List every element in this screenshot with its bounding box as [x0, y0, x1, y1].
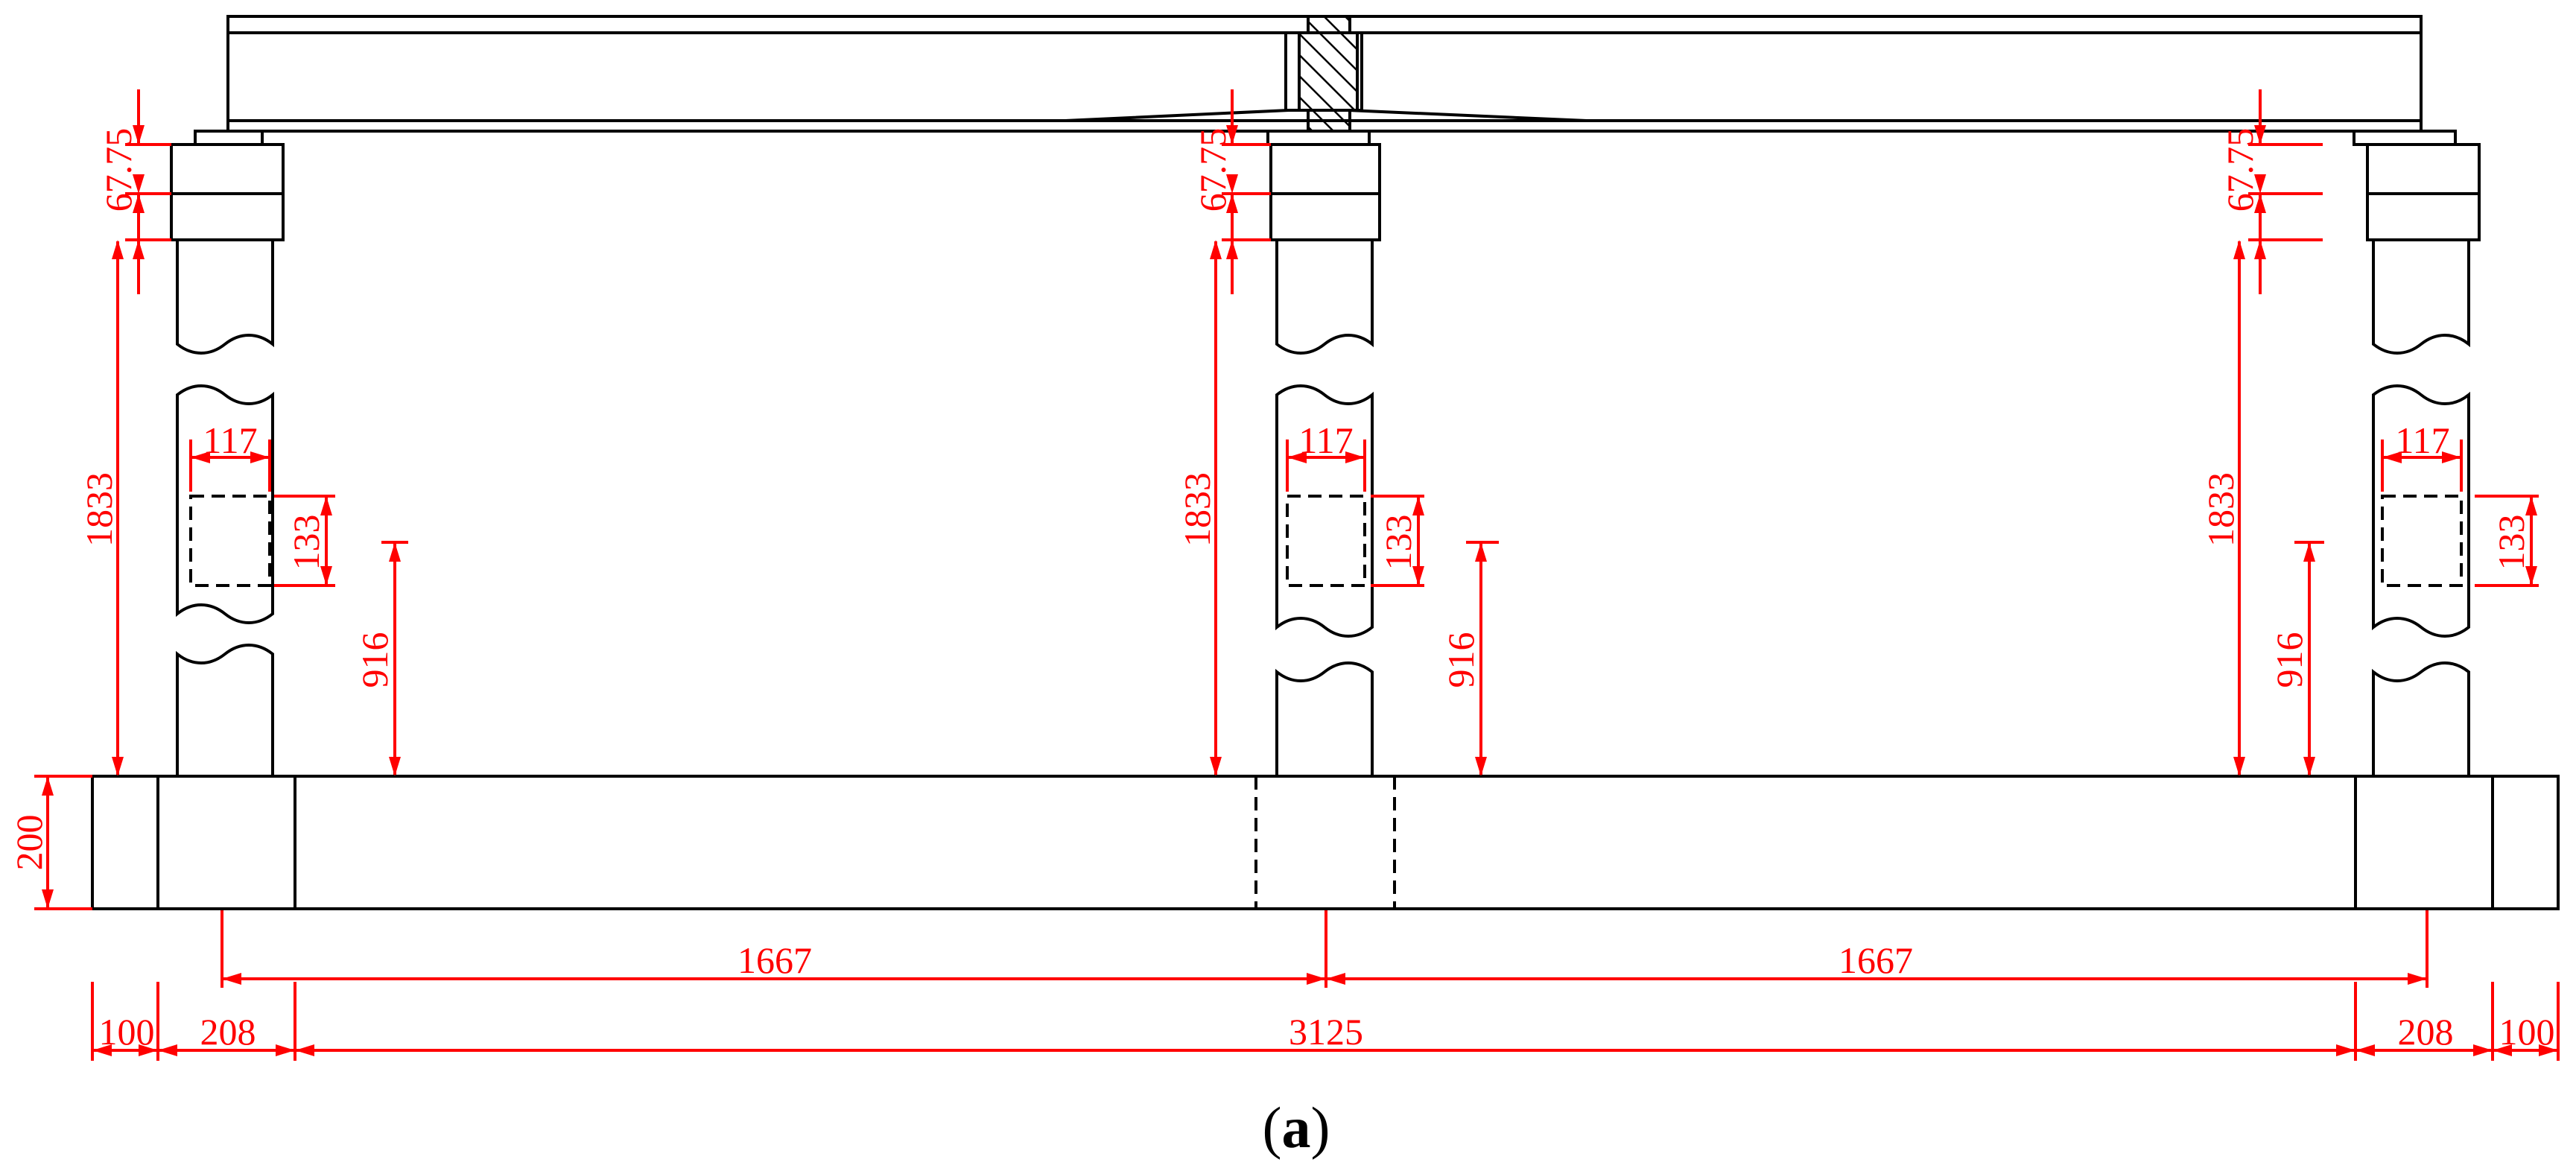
arrowhead-67-mid-0 — [133, 174, 145, 194]
arrowhead-67-top-1 — [1226, 125, 1238, 145]
arrowhead-67-mid2-1 — [1226, 194, 1238, 213]
dimension-arrowheads — [42, 125, 2558, 1056]
label-117-right: 117 — [2395, 419, 2449, 461]
arrowhead-200-bot — [42, 889, 54, 909]
dimensions: 67.75 67.75 67.75 1833 1833 1833 117 117… — [8, 89, 2560, 1061]
arrowhead-chain-l-1 — [158, 1044, 177, 1056]
label-200: 200 — [8, 815, 50, 871]
arrowhead-1833-bot-0 — [112, 757, 124, 776]
load-block-top — [1307, 15, 1351, 34]
arrowhead-67-top-0 — [133, 125, 145, 145]
arrowhead-1667-r-b — [2408, 973, 2427, 985]
base-beam — [91, 775, 2560, 910]
arrowhead-chain-r-2 — [2336, 1044, 2355, 1056]
arrowhead-133-bot-2 — [2525, 566, 2537, 586]
left-column — [170, 130, 285, 776]
left-strain-gauge-box — [189, 495, 271, 587]
label-208-left: 208 — [200, 1011, 256, 1053]
right-column — [2353, 130, 2481, 776]
arrowhead-117-r-0 — [250, 451, 270, 463]
arrowhead-chain-l-4 — [2493, 1044, 2512, 1056]
arrowhead-chain-l-3 — [2355, 1044, 2375, 1056]
arrowhead-916-top-0 — [389, 542, 401, 562]
arrowhead-67-top-2 — [2254, 125, 2266, 145]
arrowhead-67-mid-2 — [2254, 174, 2266, 194]
middle-column — [1266, 130, 1381, 776]
label-916-right: 916 — [2268, 632, 2310, 688]
label-916-middle: 916 — [1440, 632, 1482, 688]
arrowhead-67-mid2-2 — [2254, 194, 2266, 213]
arrowhead-133-bot-0 — [320, 566, 332, 586]
caption-letter: a — [1282, 1095, 1311, 1160]
arrowhead-chain-r-3 — [2473, 1044, 2493, 1056]
arrowhead-1833-bot-2 — [2233, 757, 2245, 776]
arrowhead-1667-r-a — [1326, 973, 1345, 985]
arrowhead-117-l-0 — [191, 451, 210, 463]
load-block-bottom — [1307, 109, 1351, 133]
label-67-75-middle: 67.75 — [1192, 128, 1234, 212]
arrowhead-1833-top-2 — [2233, 240, 2245, 259]
arrowhead-1667-l-b — [1307, 973, 1326, 985]
arrowhead-916-bot-2 — [2303, 757, 2315, 776]
label-133-right: 133 — [2490, 515, 2532, 571]
arrowhead-117-l-2 — [2382, 451, 2402, 463]
arrowhead-chain-l-0 — [92, 1044, 112, 1056]
label-208-right: 208 — [2398, 1011, 2454, 1053]
label-67-75-right: 67.75 — [2219, 128, 2261, 212]
arrowhead-67-bot-2 — [2254, 240, 2266, 259]
arrowhead-916-top-1 — [1475, 542, 1487, 562]
arrowhead-133-top-2 — [2525, 496, 2537, 515]
label-1833-middle: 1833 — [1176, 472, 1218, 547]
arrowhead-916-bot-0 — [389, 757, 401, 776]
figure-caption: (a) — [1263, 1095, 1330, 1160]
arrowhead-67-bot-0 — [133, 240, 145, 259]
arrowhead-chain-r-4 — [2539, 1044, 2558, 1056]
caption-close: ) — [1311, 1095, 1330, 1160]
label-117-middle: 117 — [1298, 419, 1353, 461]
arrowhead-chain-l-2 — [295, 1044, 314, 1056]
caption-open: ( — [1263, 1095, 1282, 1160]
arrowhead-133-top-0 — [320, 496, 332, 515]
arrowhead-1833-top-1 — [1210, 240, 1222, 259]
arrowhead-200-top — [42, 776, 54, 796]
arrowhead-117-l-1 — [1287, 451, 1307, 463]
arrowhead-1833-bot-1 — [1210, 757, 1222, 776]
structure — [91, 15, 2560, 910]
label-100-right: 100 — [2499, 1011, 2555, 1053]
arrowhead-916-top-2 — [2303, 542, 2315, 562]
arrowhead-133-bot-1 — [1412, 566, 1424, 586]
arrowhead-chain-r-1 — [276, 1044, 295, 1056]
label-67-75-left: 67.75 — [98, 128, 139, 212]
arrowhead-117-r-2 — [2442, 451, 2461, 463]
label-1833-right: 1833 — [2200, 472, 2242, 547]
arrowhead-67-mid2-0 — [133, 194, 145, 213]
right-strain-gauge-box — [2381, 495, 2463, 587]
arrowhead-1833-top-0 — [112, 240, 124, 259]
label-1667-left: 1667 — [737, 939, 812, 981]
label-133-left: 133 — [285, 515, 327, 571]
arrowhead-916-bot-1 — [1475, 757, 1487, 776]
label-1667-right: 1667 — [1839, 939, 1913, 981]
load-block-hatch — [1298, 31, 1359, 112]
label-3125: 3125 — [1289, 1011, 1363, 1053]
label-100-left: 100 — [99, 1011, 155, 1053]
label-133-middle: 133 — [1377, 515, 1419, 571]
arrowhead-67-mid-1 — [1226, 174, 1238, 194]
label-1833-left: 1833 — [78, 472, 120, 547]
arrowhead-117-r-1 — [1345, 451, 1365, 463]
label-117-left: 117 — [203, 419, 257, 461]
arrowhead-chain-r-0 — [139, 1044, 158, 1056]
arrowhead-1667-l-a — [222, 973, 241, 985]
label-916-left: 916 — [354, 632, 396, 688]
arrowhead-67-bot-1 — [1226, 240, 1238, 259]
arrowhead-133-top-1 — [1412, 496, 1424, 515]
middle-strain-gauge-box — [1286, 495, 1366, 587]
